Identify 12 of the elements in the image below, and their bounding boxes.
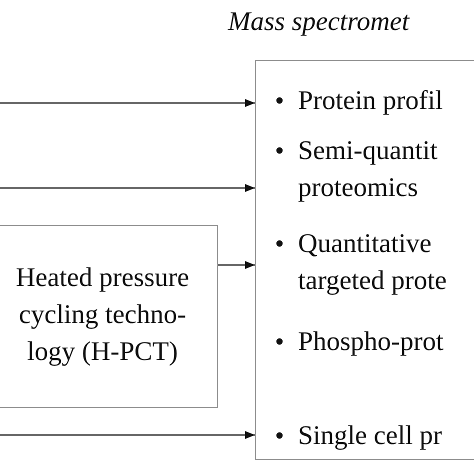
panel-title: Mass spectromet xyxy=(228,5,410,38)
arrow xyxy=(0,184,255,192)
arrow xyxy=(218,261,255,269)
list-item-text: Quantitative targeted prote xyxy=(298,227,448,297)
list-item-text: Phospho-prot xyxy=(298,325,445,358)
arrow xyxy=(0,99,255,107)
list-item-text: Protein profil xyxy=(298,84,444,117)
list-item-text: Single cell pr xyxy=(298,419,443,452)
arrow xyxy=(0,431,255,439)
list-item-text: Semi-quantit proteomics xyxy=(298,134,438,204)
process-box xyxy=(0,225,218,408)
box-text: Heated pressure cycling techno- logy (H-PCT) xyxy=(14,261,190,368)
